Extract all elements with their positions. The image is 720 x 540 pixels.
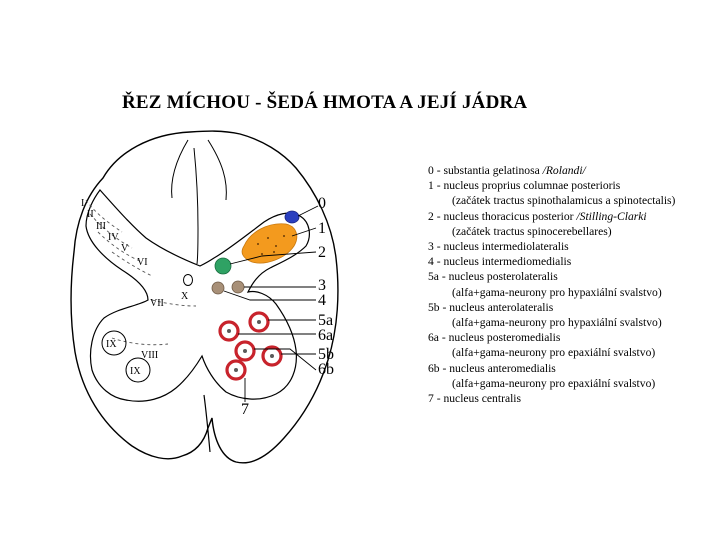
legend-italic-text: /Rolandi/ <box>542 164 586 177</box>
legend-line: 6a - nucleus posteromedialis <box>428 330 718 345</box>
posterior-fissure-outline <box>171 139 227 201</box>
legend-text: 5b - nucleus anterolateralis <box>428 300 554 314</box>
label-7: 7 <box>241 401 249 418</box>
legend-line: 4 - nucleus intermediomedialis <box>428 254 718 269</box>
label-5a: 5a <box>318 312 333 329</box>
legend-line: 2 - nucleus thoracicus posterior /Stilli… <box>428 209 718 224</box>
anterior-median-fissure <box>203 394 211 453</box>
legend-text: 0 - substantia gelatinosa <box>428 164 543 177</box>
legend-line: (alfa+gama-neurony pro epaxiální svalstv… <box>428 345 718 360</box>
label-0: 0 <box>318 195 326 212</box>
label-5b: 5b <box>318 346 334 363</box>
legend-line: 3 - nucleus intermediolateralis <box>428 239 718 254</box>
legend-text: 5a - nucleus posterolateralis <box>428 270 558 284</box>
legend-line: 1 - nucleus proprius columnae posteriori… <box>428 178 718 193</box>
legend-text: 7 - nucleus centralis <box>428 392 522 406</box>
lamina-label-ix-upper: IX <box>106 339 117 350</box>
legend: 0 - substantia gelatinosa /Rolandi/1 - n… <box>428 163 718 406</box>
legend-text: (začátek tractus spinothalamicus a spino… <box>452 194 676 208</box>
legend-line: (začátek tractus spinocerebellares) <box>428 224 718 239</box>
lamina-label-iii: III <box>96 221 106 232</box>
legend-text: (alfa+gama-neurony pro epaxiální svalstv… <box>452 376 656 390</box>
spinal-cord-outline <box>70 130 339 464</box>
label-3: 3 <box>318 277 326 294</box>
label-4: 4 <box>318 292 326 309</box>
legend-text: 4 - nucleus intermediomedialis <box>428 255 572 269</box>
nucleus-0-substantia-gelatinosa <box>284 210 300 224</box>
lamina-label-ii: II <box>87 209 94 220</box>
label-2: 2 <box>318 244 326 261</box>
legend-text: (alfa+gama-neurony pro epaxiální svalstv… <box>452 346 656 360</box>
legend-line: (alfa+gama-neurony pro hypaxiální svalst… <box>428 315 718 330</box>
nucleus-4-intermediomedialis <box>211 281 225 295</box>
legend-text: (alfa+gama-neurony pro hypaxiální svalst… <box>452 316 662 330</box>
posterior-median-septum <box>193 147 199 265</box>
legend-text: 2 - nucleus thoracicus posterior <box>428 209 577 223</box>
legend-line: (začátek tractus spinothalamicus a spino… <box>428 193 718 208</box>
central-canal <box>183 274 193 286</box>
legend-line: 5b - nucleus anterolateralis <box>428 300 718 315</box>
legend-text: 6b - nucleus anteromedialis <box>428 361 556 375</box>
legend-line: (alfa+gama-neurony pro hypaxiální svalst… <box>428 285 718 300</box>
legend-line: 0 - substantia gelatinosa /Rolandi/ <box>428 163 718 178</box>
lamina-label-iv: IV <box>108 232 119 243</box>
nucleus-1-proprius <box>241 223 298 264</box>
legend-text: (začátek tractus spinocerebellares) <box>452 224 612 238</box>
lamina-label-vii: VII <box>150 298 164 309</box>
legend-line: 7 - nucleus centralis <box>428 391 718 406</box>
page-title: ŘEZ MÍCHOU - ŠEDÁ HMOTA A JEJÍ JÁDRA <box>122 92 528 113</box>
nucleus-2-thoracicus <box>214 257 232 275</box>
label-6a: 6a <box>318 327 333 344</box>
lamina-label-ix-lower: IX <box>130 366 141 377</box>
lamina-label-x: X <box>181 291 189 302</box>
lamina-label-viii: VIII <box>141 350 158 361</box>
legend-text: (alfa+gama-neurony pro hypaxiální svalst… <box>452 285 662 299</box>
lamina-ix-circle-lower <box>125 357 151 383</box>
label-1: 1 <box>318 220 326 237</box>
legend-line: 6b - nucleus anteromedialis <box>428 361 718 376</box>
nucleus-3-intermediolateralis <box>231 280 245 294</box>
lamina-boundary-lines <box>85 199 197 346</box>
legend-text: 6a - nucleus posteromedialis <box>428 331 561 345</box>
lamina-label-i: I <box>81 198 84 209</box>
lamina-ix-circle-upper <box>101 330 127 356</box>
label-6b: 6b <box>318 361 334 378</box>
legend-line: (alfa+gama-neurony pro epaxiální svalstv… <box>428 376 718 391</box>
legend-text: 3 - nucleus intermediolateralis <box>428 240 569 254</box>
lamina-label-v: V <box>121 243 129 254</box>
legend-line: 5a - nucleus posterolateralis <box>428 269 718 284</box>
legend-text: 1 - nucleus proprius columnae posteriori… <box>428 179 621 193</box>
legend-italic-text: /Stilling-Clarki <box>576 209 647 223</box>
lamina-label-vi: VI <box>137 257 148 268</box>
